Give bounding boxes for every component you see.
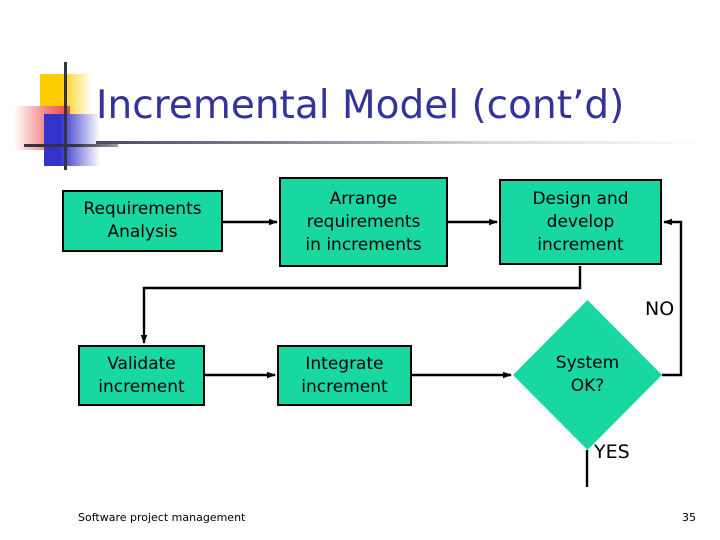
decorative-logo (14, 62, 118, 170)
node-requirements-analysis-label: Requirements Analysis (83, 199, 202, 242)
node-integrate-increment[interactable]: Integrate increment (277, 345, 412, 406)
node-validate-increment-label: Validate increment (98, 353, 185, 397)
node-system-ok[interactable]: System OK? (513, 300, 662, 450)
footer-text: Software project management (78, 511, 246, 524)
edge-system-ok-no-loop (662, 218, 683, 377)
logo-horizontal-line (24, 144, 118, 147)
edge-label-yes: YES (594, 441, 630, 463)
node-arrange-requirements-label: Arrange requirements in increments (305, 188, 422, 255)
logo-blue-square (44, 114, 100, 166)
node-design-develop-label: Design and develop increment (532, 188, 629, 255)
node-arrange-requirements[interactable]: Arrange requirements in increments (279, 177, 448, 267)
title-underline-rule (96, 141, 708, 144)
edge-design-to-validate (140, 266, 582, 344)
node-system-ok-label: System OK? (555, 353, 620, 396)
edge-label-no: NO (645, 298, 675, 320)
node-integrate-increment-label: Integrate increment (301, 353, 388, 397)
page-number: 35 (682, 511, 696, 524)
node-requirements-analysis[interactable]: Requirements Analysis (62, 190, 223, 252)
node-validate-increment[interactable]: Validate increment (78, 345, 205, 406)
node-design-develop[interactable]: Design and develop increment (499, 179, 662, 265)
logo-vertical-line (64, 62, 67, 170)
slide-title: Incremental Model (cont’d) (96, 83, 625, 128)
